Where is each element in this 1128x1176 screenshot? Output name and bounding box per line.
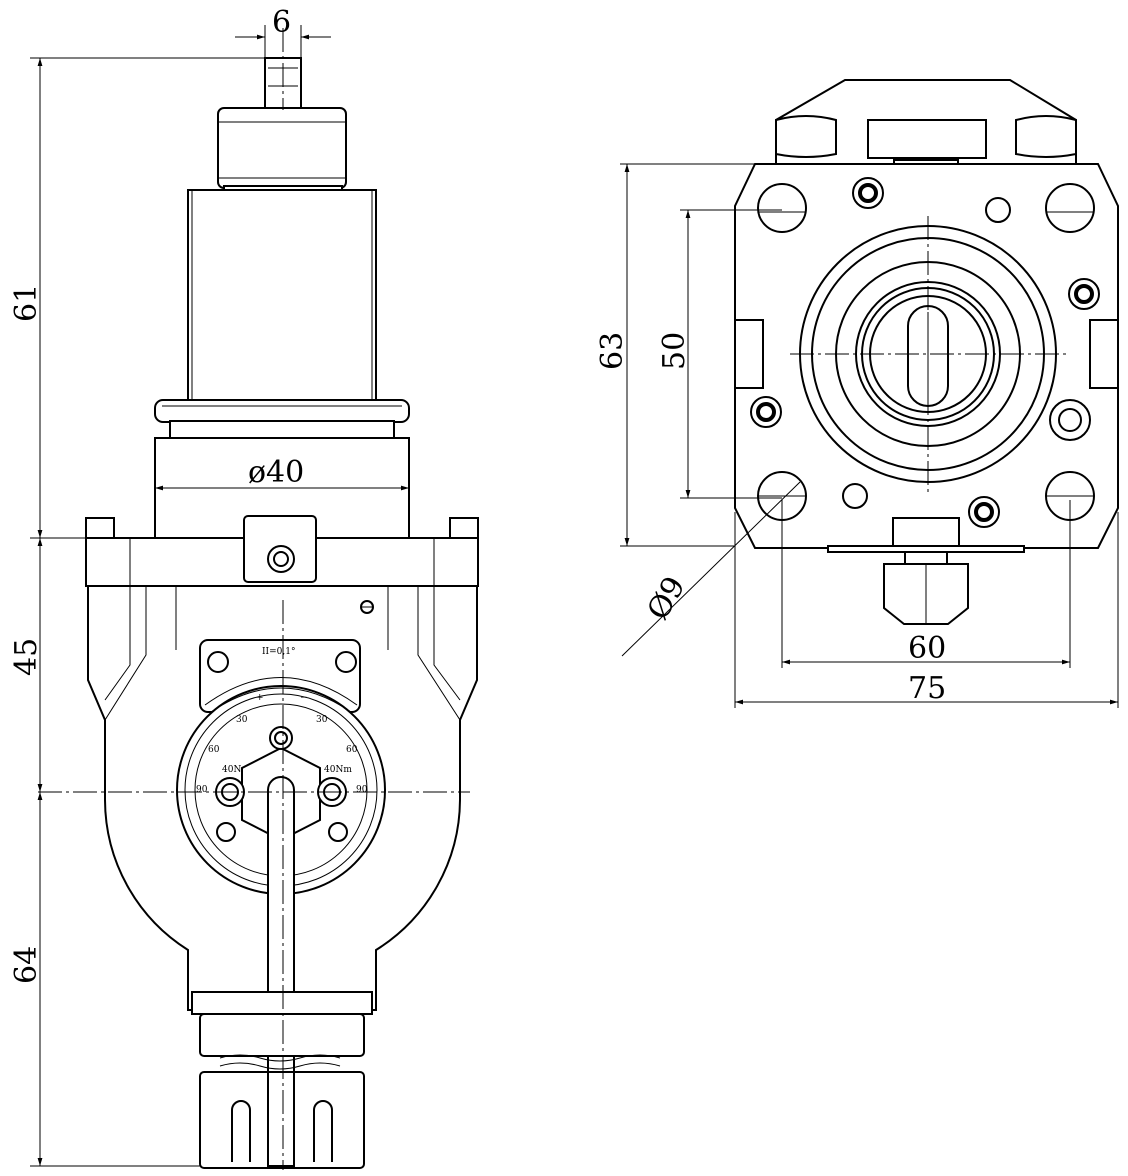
dim-hole-horizontal: 60 bbox=[781, 500, 1071, 668]
drive-housing bbox=[775, 79, 1077, 191]
clamping-screw bbox=[883, 551, 969, 625]
dim-hole-horizontal-label: 60 bbox=[908, 631, 946, 666]
dim-vertical-stack: 61 45 64 bbox=[9, 58, 44, 1166]
dim-outer-height-label: 63 bbox=[595, 332, 630, 370]
dim-hole-vertical-label: 50 bbox=[657, 332, 692, 370]
scale-label: II=0,1° bbox=[262, 647, 295, 657]
scale-number: 30 bbox=[316, 715, 328, 725]
dim-hole-diameter: Ø9 bbox=[621, 481, 801, 657]
lock-label: 40Nm bbox=[222, 765, 250, 775]
coupling-nut bbox=[217, 107, 347, 193]
mounting-holes bbox=[750, 177, 1100, 528]
dim-outer-width-label: 75 bbox=[908, 671, 946, 706]
dim-outer-height: 63 bbox=[595, 163, 755, 547]
dim-body-diameter: ø40 bbox=[155, 455, 409, 491]
dim-body-diameter-label: ø40 bbox=[248, 455, 304, 490]
lock-label: 40Nm bbox=[324, 765, 352, 775]
scale-number: 60 bbox=[346, 745, 358, 755]
spindle-body bbox=[187, 189, 377, 403]
dim-hole-diameter-label: Ø9 bbox=[641, 571, 693, 626]
side-view: II=0,1° + − 30 60 90 30 60 90 40Nm 40Nm bbox=[9, 5, 479, 1170]
mark-plus: + bbox=[256, 693, 264, 703]
dim-upper-height-label: 61 bbox=[9, 284, 44, 322]
dim-shank-width: 6 bbox=[235, 5, 331, 60]
collet-nut bbox=[191, 991, 373, 1169]
scale-number: 60 bbox=[208, 745, 220, 755]
dim-hole-vertical: 50 bbox=[657, 209, 782, 499]
scale-number: 30 bbox=[236, 715, 248, 725]
dim-flange-height-label: 45 bbox=[9, 638, 44, 676]
dim-outer-width: 75 bbox=[734, 512, 1119, 708]
flange bbox=[85, 515, 479, 587]
front-view: 63 50 Ø9 60 75 bbox=[595, 79, 1119, 708]
scale-number: 90 bbox=[356, 785, 368, 795]
dim-shank-width-label: 6 bbox=[272, 5, 291, 40]
collar bbox=[154, 399, 410, 440]
mark-minus: − bbox=[300, 693, 308, 703]
scale-number: 90 bbox=[196, 785, 208, 795]
dim-lower-height-label: 64 bbox=[9, 946, 44, 984]
